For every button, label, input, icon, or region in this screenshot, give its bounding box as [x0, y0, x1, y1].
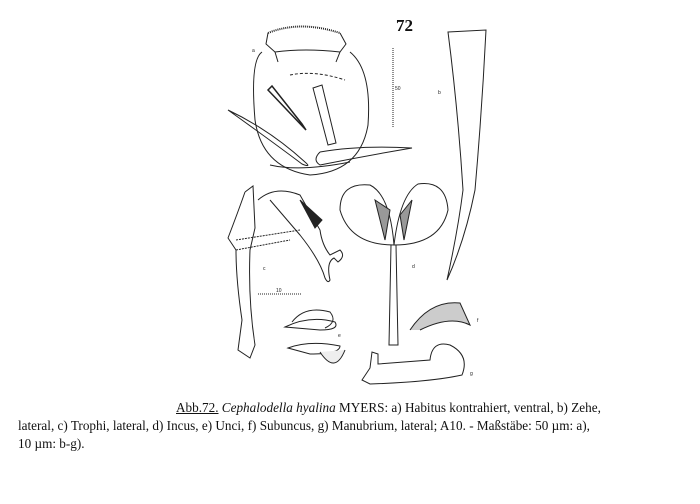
figure-illustration: 72 a 50 b c 10 d e	[227, 16, 487, 385]
panel-label-a: a	[252, 48, 255, 54]
panel-label-g: g	[470, 371, 473, 377]
figure-reference: Abb.72.	[176, 400, 219, 415]
figure-caption-line-1: Abb.72. Cephalodella hyalina MYERS: a) H…	[176, 399, 601, 417]
figure-caption-line-2: lateral, c) Trophi, lateral, d) Incus, e…	[18, 418, 590, 433]
figure-number: 72	[396, 16, 413, 35]
panel-label-c: c	[263, 266, 266, 272]
incus-drawing	[339, 183, 449, 346]
panel-label-f: f	[477, 318, 479, 324]
panel-label-d: d	[412, 264, 415, 270]
subuncus-drawing	[409, 302, 472, 331]
panel-label-e: e	[338, 333, 341, 339]
scale-bar-label-50: 50	[395, 86, 401, 92]
trophi-drawing	[227, 185, 344, 359]
caption-line-1-text: MYERS: a) Habitus kontrahiert, ventral, …	[335, 400, 601, 415]
toe-drawing	[446, 29, 487, 281]
panel-label-b: b	[438, 90, 441, 96]
scale-bar-label-10: 10	[276, 288, 282, 294]
unci-drawing	[283, 309, 346, 364]
manubrium-drawing	[361, 343, 465, 385]
species-name: Cephalodella hyalina	[221, 400, 336, 415]
figure-caption-line-3: 10 µm: b-g).	[18, 436, 85, 451]
habitus-drawing	[227, 25, 413, 176]
